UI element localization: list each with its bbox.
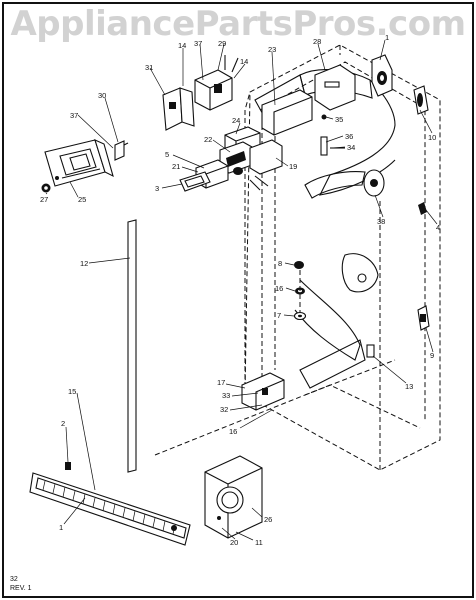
callout-30: 30 <box>98 91 106 100</box>
callout-31: 31 <box>145 63 153 72</box>
callout-28: 28 <box>313 37 321 46</box>
part-35-screw <box>321 114 327 120</box>
part-20-screw <box>217 516 221 520</box>
part-1-toe-grille <box>29 472 191 546</box>
callout-5: 5 <box>165 150 169 159</box>
part-2-clip <box>65 462 71 470</box>
callout-32: 32 <box>220 405 228 414</box>
callout-9: 9 <box>430 351 434 360</box>
callout-4: 4 <box>436 223 440 232</box>
part-30-clip <box>114 140 129 161</box>
callout-14a: 14 <box>178 41 186 50</box>
watermark-logo: AppliancePartsPros.com <box>10 4 466 44</box>
callout-36: 36 <box>345 132 353 141</box>
callout-27: 27 <box>40 195 48 204</box>
callout-2: 2 <box>61 419 65 428</box>
part-8-grommet <box>294 261 304 269</box>
grille-screw <box>171 525 177 531</box>
part-17-bracket <box>241 372 285 411</box>
part-25-control-panel <box>44 139 114 187</box>
callout-35: 35 <box>335 115 343 124</box>
callout-23: 23 <box>268 45 276 54</box>
part-4-cap <box>418 202 427 215</box>
part-29-housing <box>194 55 239 111</box>
callout-12: 12 <box>80 259 88 268</box>
callout-38: 38 <box>377 217 385 226</box>
part-5-bulb <box>233 167 243 175</box>
callout-leaders-bottom <box>45 181 79 198</box>
callout-34: 34 <box>347 143 355 152</box>
callout-8: 8 <box>278 259 282 268</box>
callout-labels: 31 14 37 29 14 30 37 24 22 5 21 3 19 23 … <box>40 33 440 547</box>
callout-1-top: 1 <box>385 33 389 42</box>
part-27-knob <box>41 183 51 193</box>
diagram-revision: REV. 1 <box>10 585 32 592</box>
part-1-hinge <box>371 54 393 97</box>
callout-29: 29 <box>218 39 226 48</box>
part-3-lens <box>179 171 211 192</box>
diagram-code: 32 <box>10 576 18 583</box>
part-36-insulation <box>320 136 328 156</box>
part-23-channel <box>261 89 313 136</box>
callout-20: 20 <box>230 538 238 547</box>
callout-21: 21 <box>172 162 180 171</box>
part-19-bracket <box>249 139 283 191</box>
callout-26: 26 <box>264 515 272 524</box>
callout-25: 25 <box>78 195 86 204</box>
part-28-damper <box>314 64 356 111</box>
callout-22: 22 <box>204 135 212 144</box>
callout-16b: 16 <box>229 427 237 436</box>
callout-14b: 14 <box>240 57 248 66</box>
leader-lines <box>63 39 438 541</box>
callout-3: 3 <box>155 184 159 193</box>
part-38-fan <box>363 169 385 197</box>
part-31-bracket <box>162 87 195 131</box>
part-26-fan-shroud <box>204 455 263 539</box>
callout-1-bottom: 1 <box>59 523 63 532</box>
callout-24: 24 <box>232 116 240 125</box>
callout-11: 11 <box>255 538 263 547</box>
part-7-washer <box>293 311 307 321</box>
part-13-plug <box>366 344 375 358</box>
part-9-cam <box>417 305 430 331</box>
callout-19: 19 <box>289 162 297 171</box>
part-10-bushing <box>413 85 429 115</box>
callout-37b: 37 <box>70 111 78 120</box>
part-12-strip <box>127 219 137 473</box>
callout-17: 17 <box>217 378 225 387</box>
callout-37a: 37 <box>194 39 202 48</box>
callout-16a: 16 <box>275 284 283 293</box>
callout-7: 7 <box>277 311 281 320</box>
callout-15: 15 <box>68 387 76 396</box>
callout-33: 33 <box>222 391 230 400</box>
callout-13: 13 <box>405 382 413 391</box>
callout-10: 10 <box>428 133 436 142</box>
